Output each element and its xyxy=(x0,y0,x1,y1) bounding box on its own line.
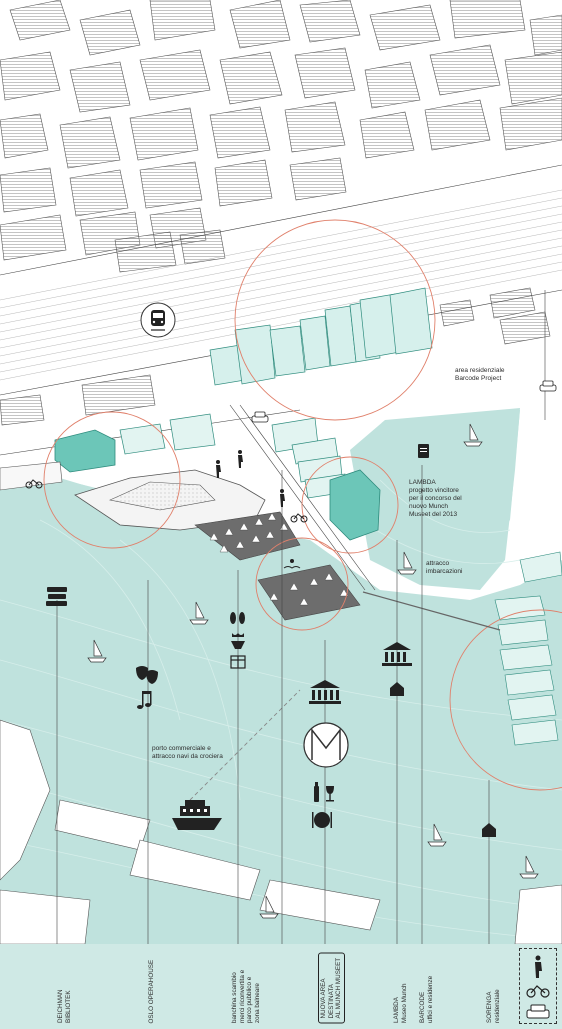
sailboat-icon xyxy=(189,601,209,625)
pedestrian-icon xyxy=(216,460,221,478)
sailboat-icon xyxy=(259,895,279,919)
pedestrian-icon xyxy=(238,450,243,468)
swimsuit-icon xyxy=(231,633,245,649)
annotation-barcode: area residenziale Barcode Project xyxy=(455,367,505,382)
sailboat-icon xyxy=(519,855,539,879)
legend-opera: OSLO OPERAHOUSE xyxy=(148,959,155,1023)
east-basin-water xyxy=(350,408,520,590)
house-icon xyxy=(390,682,404,696)
focus-circles xyxy=(43,219,562,791)
leader-lines xyxy=(56,465,490,944)
pedestrian-icon xyxy=(535,955,542,978)
sailboat-icon xyxy=(87,639,107,663)
city-blocks xyxy=(0,0,562,426)
gift-icon xyxy=(230,655,246,669)
theatre-masks-icon xyxy=(136,666,158,684)
train-icon xyxy=(140,302,176,338)
annotation-porto: porto commerciale e attracco navi da cro… xyxy=(152,745,223,760)
flip-flops-icon xyxy=(230,612,245,624)
sorenga-blocks xyxy=(494,551,562,746)
bicycle-icon xyxy=(290,513,308,523)
house-icon xyxy=(482,823,496,837)
museum-icon xyxy=(382,642,412,666)
swimmer-icon xyxy=(283,559,301,569)
cruise-ship-icon xyxy=(172,800,222,830)
museum-icon xyxy=(309,680,341,704)
munch-logo-icon xyxy=(303,722,349,768)
transport-legend-box xyxy=(519,948,557,1024)
deichman-building xyxy=(54,429,116,473)
sailboat-icon xyxy=(463,423,483,447)
pier-south xyxy=(257,564,361,621)
lambda-building xyxy=(329,469,381,541)
car-icon xyxy=(539,380,557,392)
music-note-icon xyxy=(137,691,152,709)
car-icon xyxy=(251,411,269,423)
sailboat-icon xyxy=(427,823,447,847)
restaurant-icon xyxy=(312,812,332,828)
harbour-quays xyxy=(0,719,562,945)
bicycle-icon xyxy=(25,479,43,489)
car-icon xyxy=(526,1004,550,1019)
bicycle-icon xyxy=(526,985,550,998)
barcode-towers xyxy=(209,287,433,386)
document-icon xyxy=(418,444,429,458)
rail-tracks xyxy=(0,189,562,381)
legend-strip-bg xyxy=(0,944,562,1029)
annotation-lambda: LAMBDA progetto vincitore per il concors… xyxy=(409,479,462,518)
pedestrian-icon xyxy=(280,489,285,507)
sailboat-icon xyxy=(397,551,417,575)
ferry-route xyxy=(189,689,301,801)
annotation-attracco: attracco imbarcazioni xyxy=(426,560,463,575)
books-icon xyxy=(46,587,67,606)
wine-icon xyxy=(314,782,334,802)
